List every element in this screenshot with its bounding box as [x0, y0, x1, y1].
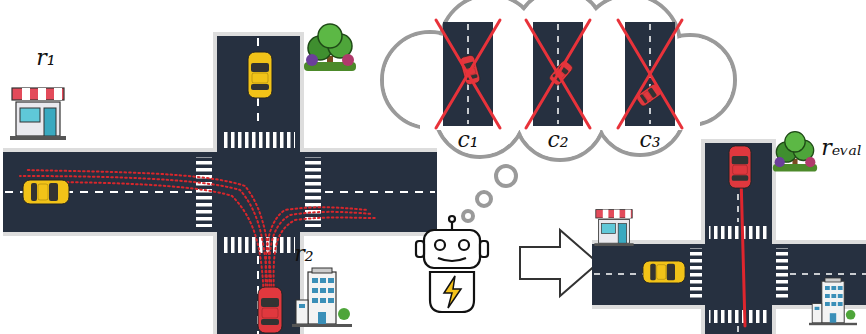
left-intersection: [196, 157, 212, 227]
right-intersection: [643, 261, 685, 283]
left-intersection: [10, 88, 66, 140]
thought-cloud: [436, 20, 682, 128]
robot: [444, 276, 461, 308]
thought-cloud: [382, 0, 735, 221]
robot: [451, 222, 453, 230]
left-intersection: [3, 24, 437, 334]
left-intersection: [292, 268, 352, 327]
left-intersection: [23, 180, 69, 204]
thought-cloud: [526, 20, 590, 128]
thought-cloud: [496, 166, 516, 186]
candidate-label: c₂: [547, 128, 568, 152]
arrow: [520, 230, 598, 296]
robot: [416, 241, 424, 257]
thought-cloud: [436, 20, 500, 128]
thought-cloud: [477, 192, 491, 206]
thought-cloud: [618, 20, 682, 128]
left-intersection: [304, 24, 356, 71]
left-intersection: [325, 191, 435, 193]
region-label: r₂: [294, 242, 313, 266]
right-intersection: [690, 248, 702, 301]
right-intersection: [709, 310, 768, 323]
thought-cloud: [526, 20, 590, 128]
right-intersection: [773, 132, 817, 172]
left-intersection: [213, 32, 304, 334]
thought-cloud: [463, 211, 473, 221]
robot: [438, 258, 466, 261]
left-intersection: [305, 157, 321, 227]
robot: [459, 240, 469, 250]
right-intersection: [705, 143, 772, 334]
region-label: r₁: [36, 46, 55, 70]
left-intersection: [20, 176, 268, 300]
right-intersection: [729, 146, 751, 188]
robot: [449, 216, 455, 222]
right-intersection: [741, 176, 745, 326]
right-intersection: [809, 278, 857, 325]
robot: [416, 216, 488, 312]
robot: [480, 241, 488, 257]
right-intersection: [592, 132, 866, 334]
robot: [435, 240, 445, 250]
right-intersection: [737, 326, 739, 334]
right-intersection: [790, 273, 866, 275]
thought-cloud: [436, 20, 682, 128]
region-label: rₑᵥₐₗ: [821, 136, 862, 160]
left-intersection: [248, 52, 272, 98]
left-intersection: [258, 287, 282, 333]
robot: [424, 230, 480, 268]
right-intersection: [709, 226, 768, 239]
candidate-label: c₃: [639, 128, 660, 152]
thought-cloud: [436, 20, 500, 128]
robot: [430, 272, 474, 312]
left-intersection: [217, 36, 300, 334]
right-intersection: [776, 248, 788, 301]
left-intersection: [222, 132, 295, 148]
right-intersection: [594, 210, 633, 246]
candidate-label: c₁: [457, 128, 478, 152]
right-intersection: [701, 139, 776, 334]
thought-cloud: [384, 0, 733, 158]
thought-cloud: [382, 0, 735, 221]
thought-cloud: [618, 20, 682, 128]
